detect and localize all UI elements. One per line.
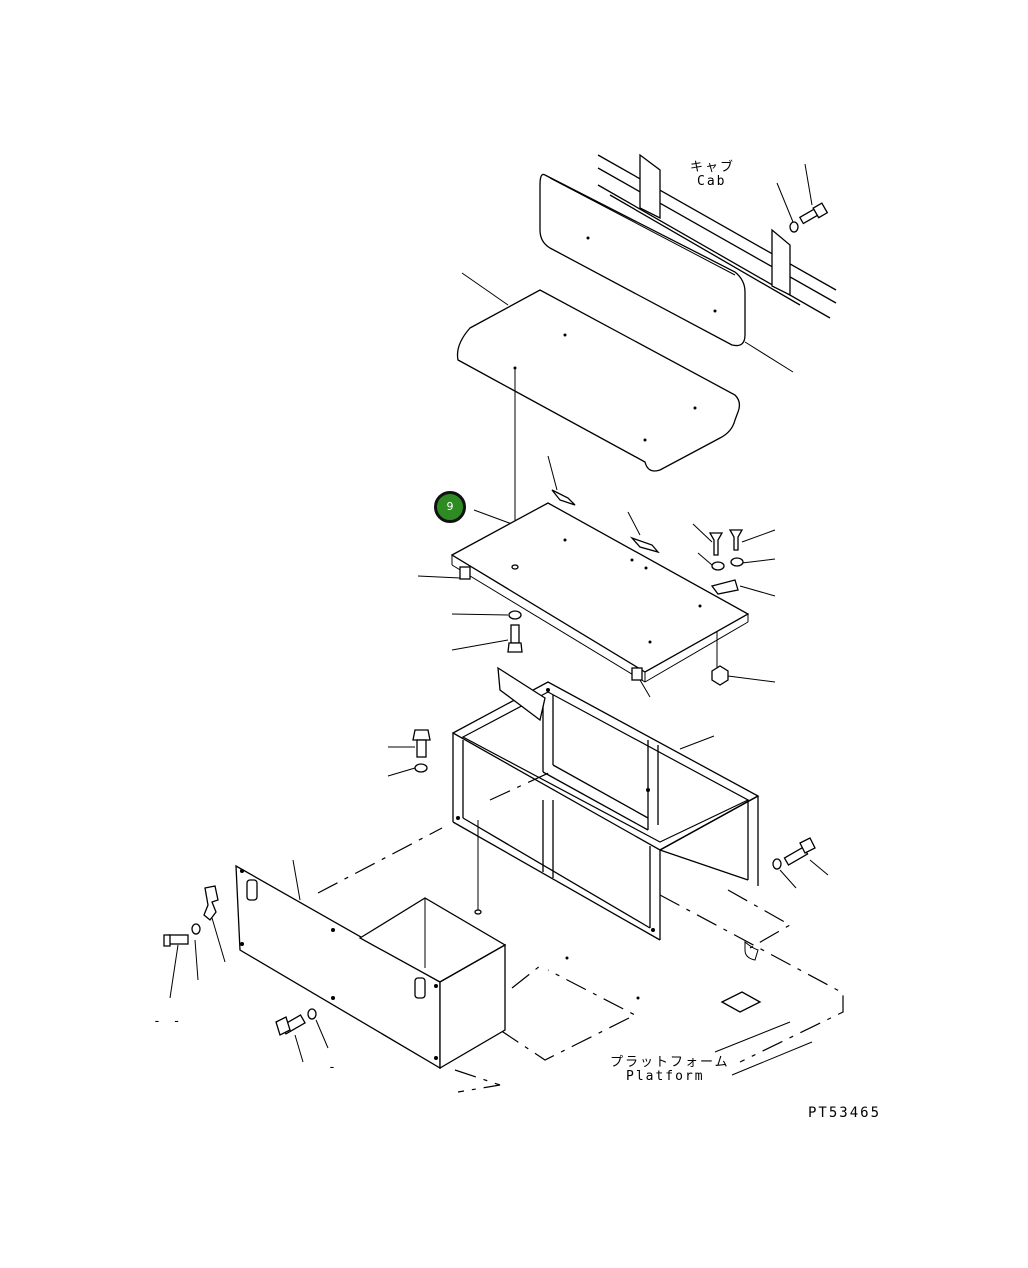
back-cushion (539, 173, 746, 347)
cab-label-jp: キャブ (690, 160, 736, 175)
latch (163, 885, 317, 1036)
frame-bolt-left (412, 729, 431, 773)
top-bolt (789, 202, 829, 233)
seat-frame (451, 666, 760, 941)
callout-badge-9[interactable]: 9 (434, 491, 466, 523)
cab-label-en: Cab (697, 174, 727, 189)
frame-bolt-right (772, 837, 816, 870)
left-dash-mark: - - (153, 1014, 183, 1029)
platform-label-jp: プラットフォーム (610, 1055, 730, 1070)
lower-dash-mark: - (328, 1060, 338, 1075)
flathead-screws (708, 529, 744, 686)
plate-bolt (507, 610, 523, 653)
platform-label-en: Platform (626, 1069, 705, 1084)
cab-rails (597, 153, 837, 319)
front-panel (235, 864, 507, 1070)
drawing-number: PT53465 (808, 1105, 882, 1121)
seat-cushion (456, 289, 741, 472)
platform-outline (317, 769, 844, 1093)
seat-plate (450, 489, 750, 683)
